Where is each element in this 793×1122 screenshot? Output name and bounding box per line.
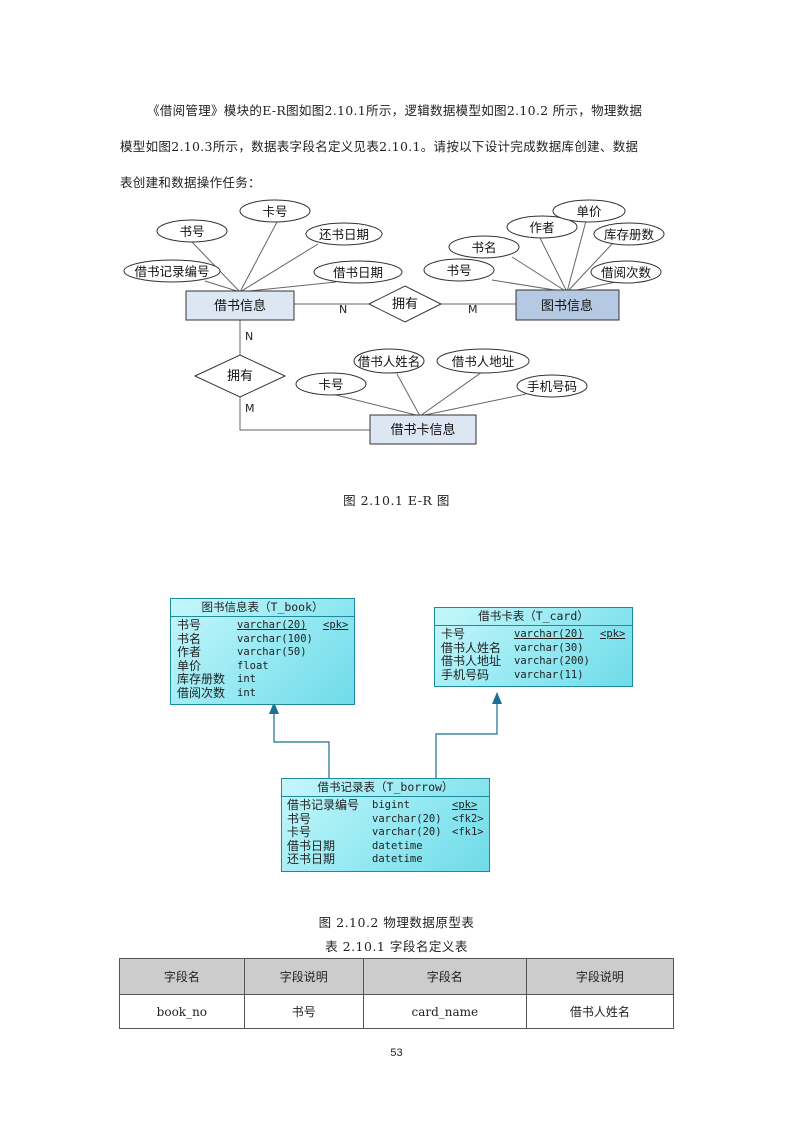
caption-er: 图 2.10.1 E-R 图 [343,493,450,508]
attr-borrow-date: 借书日期 [333,265,383,280]
table-header-row: 字段名 字段说明 字段名 字段说明 [119,958,675,995]
cell: 书号 [243,994,364,1029]
field-definition-table: 字段名 字段说明 字段名 字段说明 book_no 书号 card_name 借… [119,958,675,1029]
attr-borrow-card-no: 卡号 [262,204,287,219]
caption-table: 表 2.10.1 字段名定义表 [325,939,468,954]
er-diagram: 借书信息 图书信息 借书卡信息 拥有 拥有 N M N M 书号 卡号 还书日期… [123,199,665,445]
attr-card-address: 借书人地址 [452,354,515,369]
attr-book-author: 作者 [529,220,554,235]
attr-book-no: 书号 [446,263,471,278]
header-field-desc-1: 字段说明 [243,958,364,995]
entity-borrow-info: 借书信息 [214,298,266,314]
intro-line-2: 模型如图2.10.3所示，数据表字段名定义见表2.10.1。请按以下设计完成数据… [120,139,639,154]
pdm-connectors [269,692,502,778]
header-field-name-1: 字段名 [119,958,245,995]
cell: 借书人姓名 [525,994,675,1029]
intro-paragraph: 《借阅管理》模块的E-R图如图2.10.1所示，逻辑数据模型如图2.10.2 所… [120,93,675,201]
cardinality-left-n: N [245,330,253,343]
cell: book_no [119,994,245,1029]
intro-line-3: 表创建和数据操作任务： [120,175,261,190]
attr-book-title: 书名 [471,240,496,255]
attr-card-phone: 手机号码 [527,379,577,394]
cardinality-top-m: M [468,303,478,316]
page-number: 53 [390,1047,403,1059]
t-card-title: 借书卡表（T_card） [435,608,632,626]
entity-book-info: 图书信息 [541,298,593,314]
entity-card-info: 借书卡信息 [390,422,455,438]
table-row: book_no 书号 card_name 借书人姓名 [119,994,675,1029]
attr-borrow-record-no: 借书记录编号 [134,264,209,279]
cardinality-top-n: N [339,303,347,316]
relation-top: 拥有 [392,297,418,312]
header-field-desc-2: 字段说明 [525,958,675,995]
intro-line-1: 《借阅管理》模块的E-R图如图2.10.1所示，逻辑数据模型如图2.10.2 所… [147,103,643,118]
attr-card-no: 卡号 [318,377,343,392]
attr-book-price: 单价 [576,204,602,219]
caption-pdm: 图 2.10.2 物理数据原型表 [318,915,475,930]
attr-borrow-return-date: 还书日期 [319,227,369,242]
cardinality-left-m: M [245,402,255,415]
t-book-title: 图书信息表（T_book） [171,599,354,617]
attr-card-name: 借书人姓名 [358,354,421,369]
cell: card_name [362,994,527,1029]
t-borrow-title: 借书记录表（T_borrow） [282,779,489,797]
attr-borrow-book-no: 书号 [179,224,204,239]
header-field-name-2: 字段名 [362,958,527,995]
attr-book-stock: 库存册数 [604,227,655,242]
relation-left: 拥有 [227,369,253,384]
attr-book-borrow-count: 借阅次数 [601,265,652,280]
